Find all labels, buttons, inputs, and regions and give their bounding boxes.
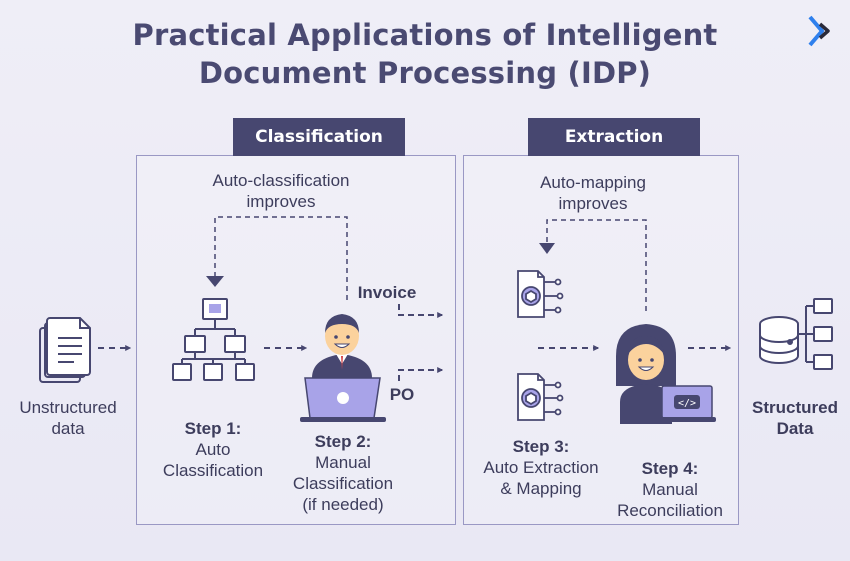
arrow-to-invoice xyxy=(398,304,444,318)
classification-loop-arrowhead xyxy=(206,276,224,287)
extraction-loop-arrowhead xyxy=(539,243,555,254)
brand-logo-icon xyxy=(808,15,830,47)
extraction-panel xyxy=(463,155,739,525)
step4-label: Step 4: Manual Reconciliation xyxy=(617,459,723,520)
title-line-1: Practical Applications of Intelligent xyxy=(132,18,718,52)
hierarchy-tree-icon xyxy=(172,298,255,381)
extraction-feedback-loop xyxy=(546,219,647,311)
title-line-2: Document Processing (IDP) xyxy=(198,56,652,90)
input-label: Unstructured data xyxy=(19,398,117,438)
step2-label: Step 2: Manual Classification (if needed… xyxy=(292,432,394,514)
step3-label: Step 3: Auto Extraction & Mapping xyxy=(483,437,599,498)
output-label: Structured Data xyxy=(752,398,838,438)
classification-feedback-loop xyxy=(214,216,348,300)
woman-laptop-icon: </> xyxy=(616,324,716,424)
classification-tab: Classification xyxy=(233,118,405,156)
document-ai-icon-top xyxy=(517,270,564,318)
extraction-tab: Extraction xyxy=(528,118,700,156)
extraction-loop-label: Auto-mapping improves xyxy=(540,173,646,213)
step1-label: Step 1: Auto Classification xyxy=(162,419,264,480)
arrow-to-po xyxy=(398,367,444,381)
classification-loop-label: Auto-classification improves xyxy=(212,171,350,211)
document-ai-icon-bottom xyxy=(517,373,564,421)
documents-stack-icon xyxy=(39,317,91,383)
page-title: Practical Applications of Intelligent Do… xyxy=(0,16,850,92)
po-label: PO xyxy=(389,385,415,404)
invoice-label: Invoice xyxy=(357,283,417,302)
businessman-laptop-icon xyxy=(300,314,386,422)
database-icon xyxy=(759,298,833,370)
svg-text:</>: </> xyxy=(678,398,696,409)
